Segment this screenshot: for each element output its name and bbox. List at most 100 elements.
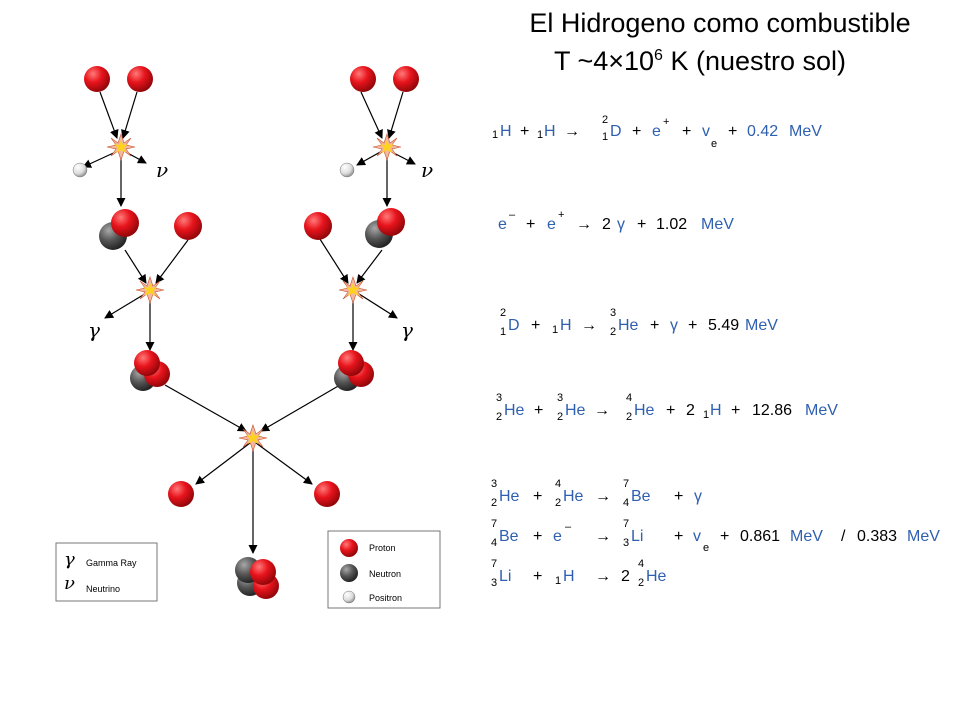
equation-pp-fusion: 1 H + 1 H → 2 1 D + e + + v e + 0.42 MeV xyxy=(492,115,842,155)
positron xyxy=(72,162,88,178)
plus: + xyxy=(728,123,738,140)
subscript: 1 xyxy=(703,409,710,421)
energy-value: 5.49 xyxy=(708,317,740,334)
energy-unit: MeV xyxy=(789,123,822,140)
subscript: 1 xyxy=(552,324,559,336)
proton xyxy=(377,208,405,236)
neutrino-label: ν xyxy=(421,158,433,182)
symbol: H xyxy=(563,568,575,585)
plus: + xyxy=(533,488,543,505)
proton xyxy=(393,66,419,92)
legend-positron-label: Positron xyxy=(369,593,402,603)
symbol: H xyxy=(544,123,556,140)
legend-proton-label: Proton xyxy=(369,543,396,553)
superscript: + xyxy=(558,209,565,221)
plus: + xyxy=(720,528,730,545)
subscript: 2 xyxy=(638,577,645,589)
legend-gamma-symbol: γ xyxy=(64,549,75,570)
symbol: D xyxy=(508,317,520,334)
energy-value: 12.86 xyxy=(752,402,793,419)
page-title: El Hidrogeno como combustible xyxy=(529,8,911,38)
energy-unit: MeV xyxy=(701,216,734,233)
separator: / xyxy=(841,528,846,545)
reaction-arrows xyxy=(82,91,416,554)
symbol: He xyxy=(618,317,639,334)
subscript: 2 xyxy=(557,411,564,423)
coefficient: 2 xyxy=(686,402,695,419)
subscript: 2 xyxy=(496,411,503,423)
subscript: 4 xyxy=(491,537,498,549)
arrow: → xyxy=(595,568,611,585)
superscript: 3 xyxy=(491,478,498,490)
symbol: D xyxy=(610,123,622,140)
plus: + xyxy=(533,568,543,585)
energy-value: 0.861 xyxy=(740,528,781,545)
plus: + xyxy=(632,123,642,140)
superscript: 3 xyxy=(496,392,503,404)
subscript: 1 xyxy=(537,129,544,141)
proton xyxy=(127,66,153,92)
symbol: γ xyxy=(694,488,702,505)
subscript: 2 xyxy=(626,411,633,423)
superscript: 3 xyxy=(557,392,564,404)
superscript: 4 xyxy=(555,478,562,490)
superscript: 4 xyxy=(638,558,645,570)
symbol: He xyxy=(504,402,525,419)
superscript: – xyxy=(509,209,516,221)
arrow: → xyxy=(576,216,592,233)
arrow: → xyxy=(594,402,610,419)
symbol: e xyxy=(652,123,661,140)
symbol: He xyxy=(563,488,584,505)
legend-gamma-neutrino: γ Gamma Ray ν Neutrino xyxy=(55,542,158,602)
equation-beryllium-formation: 3 2 He + 4 2 He → 7 4 Be + γ xyxy=(491,479,721,519)
energy-unit: MeV xyxy=(805,402,838,419)
equation-deuterium-fusion: 2 1 D + 1 H → 3 2 He + γ + 5.49 MeV xyxy=(500,308,800,348)
symbol: He xyxy=(646,568,667,585)
plus: + xyxy=(666,402,676,419)
symbol: Li xyxy=(631,528,644,545)
subscript: 2 xyxy=(555,497,562,509)
legend-neutrino-symbol: ν xyxy=(64,573,75,594)
equation-helium3-fusion: 3 2 He + 3 2 He → 4 2 He + 2 1 H + 12.86… xyxy=(496,393,856,433)
legend-neutrino-label: Neutrino xyxy=(86,584,120,594)
equation-lithium-fusion: 7 3 Li + 1 H → 2 4 2 He xyxy=(491,559,691,599)
proton xyxy=(168,481,194,507)
neutrino-label: ν xyxy=(156,158,168,182)
equation-annihilation: e – + e + → 2 γ + 1.02 MeV xyxy=(498,208,758,238)
superscript: 7 xyxy=(623,518,630,530)
proton xyxy=(84,66,110,92)
symbol: He xyxy=(565,402,586,419)
subscript: 2 xyxy=(491,497,498,509)
page-subtitle: T ~4×106 K (nuestro sol) xyxy=(440,46,960,77)
symbol: v xyxy=(693,528,701,545)
superscript: 4 xyxy=(626,392,633,404)
symbol: e xyxy=(547,216,556,233)
proton xyxy=(350,66,376,92)
fusion-flash xyxy=(106,133,136,161)
energy-unit: MeV xyxy=(745,317,778,334)
subscript: 1 xyxy=(500,326,507,338)
legend-positron-swatch xyxy=(342,590,356,604)
energy-unit: MeV xyxy=(790,528,823,545)
legend-neutron-swatch xyxy=(340,564,358,582)
arrow: → xyxy=(595,528,611,545)
plus: + xyxy=(688,317,698,334)
legend-proton-swatch xyxy=(340,539,358,557)
plus: + xyxy=(533,528,543,545)
legend-particles: Proton Neutron Positron xyxy=(327,530,441,609)
plus: + xyxy=(650,317,660,334)
subscript: 4 xyxy=(623,497,630,509)
plus: + xyxy=(534,402,544,419)
plus: + xyxy=(526,216,536,233)
plus: + xyxy=(637,216,647,233)
symbol: H xyxy=(710,402,722,419)
energy-value: 0.383 xyxy=(857,528,898,545)
plus: + xyxy=(674,488,684,505)
arrow: → xyxy=(564,123,580,140)
superscript: 2 xyxy=(602,114,609,126)
energy-value: 0.42 xyxy=(747,123,779,140)
symbol: γ xyxy=(670,317,678,334)
arrow: → xyxy=(581,317,597,334)
symbol: Li xyxy=(499,568,512,585)
